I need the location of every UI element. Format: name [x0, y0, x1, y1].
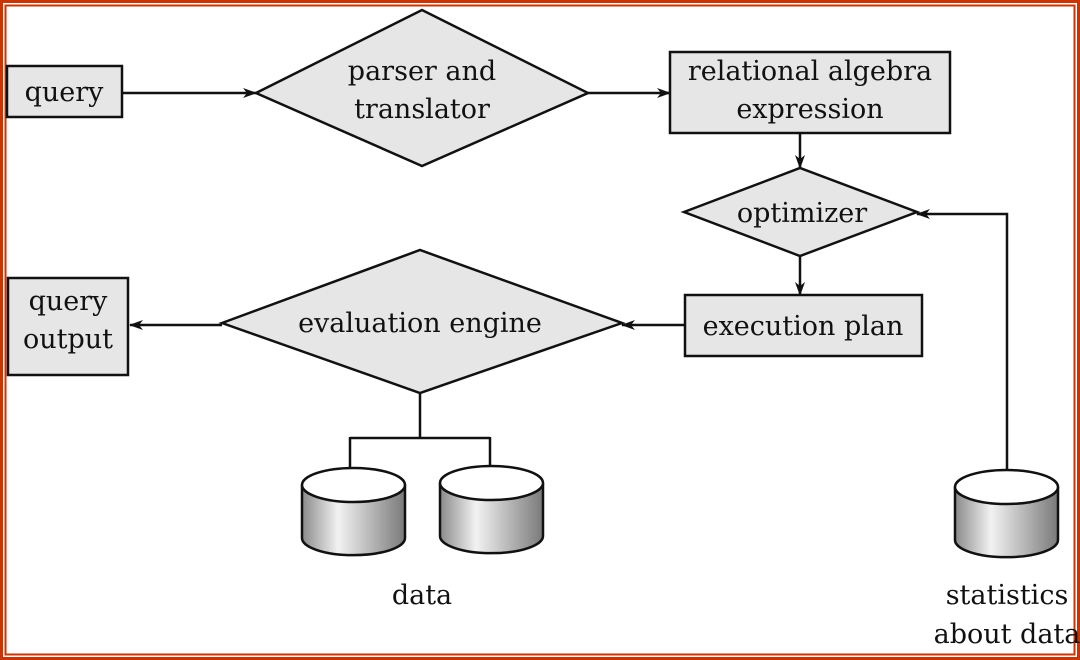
execution-plan-node: execution plan: [683, 293, 924, 358]
statistics-cylinder: [953, 468, 1060, 559]
output-label-line1: query: [29, 286, 109, 317]
optimizer-label: optimizer: [737, 198, 867, 229]
relalg-label-line1: relational algebra: [688, 56, 932, 87]
execution-plan-label: execution plan: [703, 311, 904, 342]
data-cylinder-1: [300, 466, 407, 557]
data-connector: [348, 393, 492, 470]
data-label: data: [392, 580, 452, 611]
arrow-statistics-to-optimizer: [916, 209, 1009, 470]
query-output-node: query output: [6, 276, 130, 377]
parser-label-line1: parser and: [348, 56, 496, 87]
output-label-line2: output: [23, 324, 113, 355]
parser-translator-node: parser and translator: [253, 8, 591, 168]
evaluation-engine-node: evaluation engine: [218, 248, 626, 395]
parser-label-line2: translator: [354, 94, 490, 125]
statistics-label-line1: statistics: [946, 580, 1069, 611]
inner-frame: [4, 4, 1076, 656]
evaluation-engine-label: evaluation engine: [298, 308, 542, 339]
optimizer-node: optimizer: [680, 166, 921, 258]
query-node: query: [5, 64, 124, 119]
data-cylinder-2: [438, 464, 545, 555]
query-label: query: [25, 77, 105, 108]
relational-algebra-node: relational algebra expression: [668, 50, 952, 135]
relalg-label-line2: expression: [736, 94, 883, 125]
statistics-label-line2: about data: [934, 619, 1080, 650]
